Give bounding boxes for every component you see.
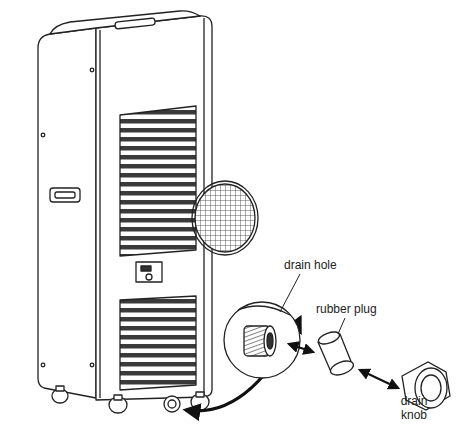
part-label: drain knob [394, 394, 434, 422]
part-label: drain hole [284, 258, 337, 272]
part-label: rubber plug [316, 302, 377, 316]
